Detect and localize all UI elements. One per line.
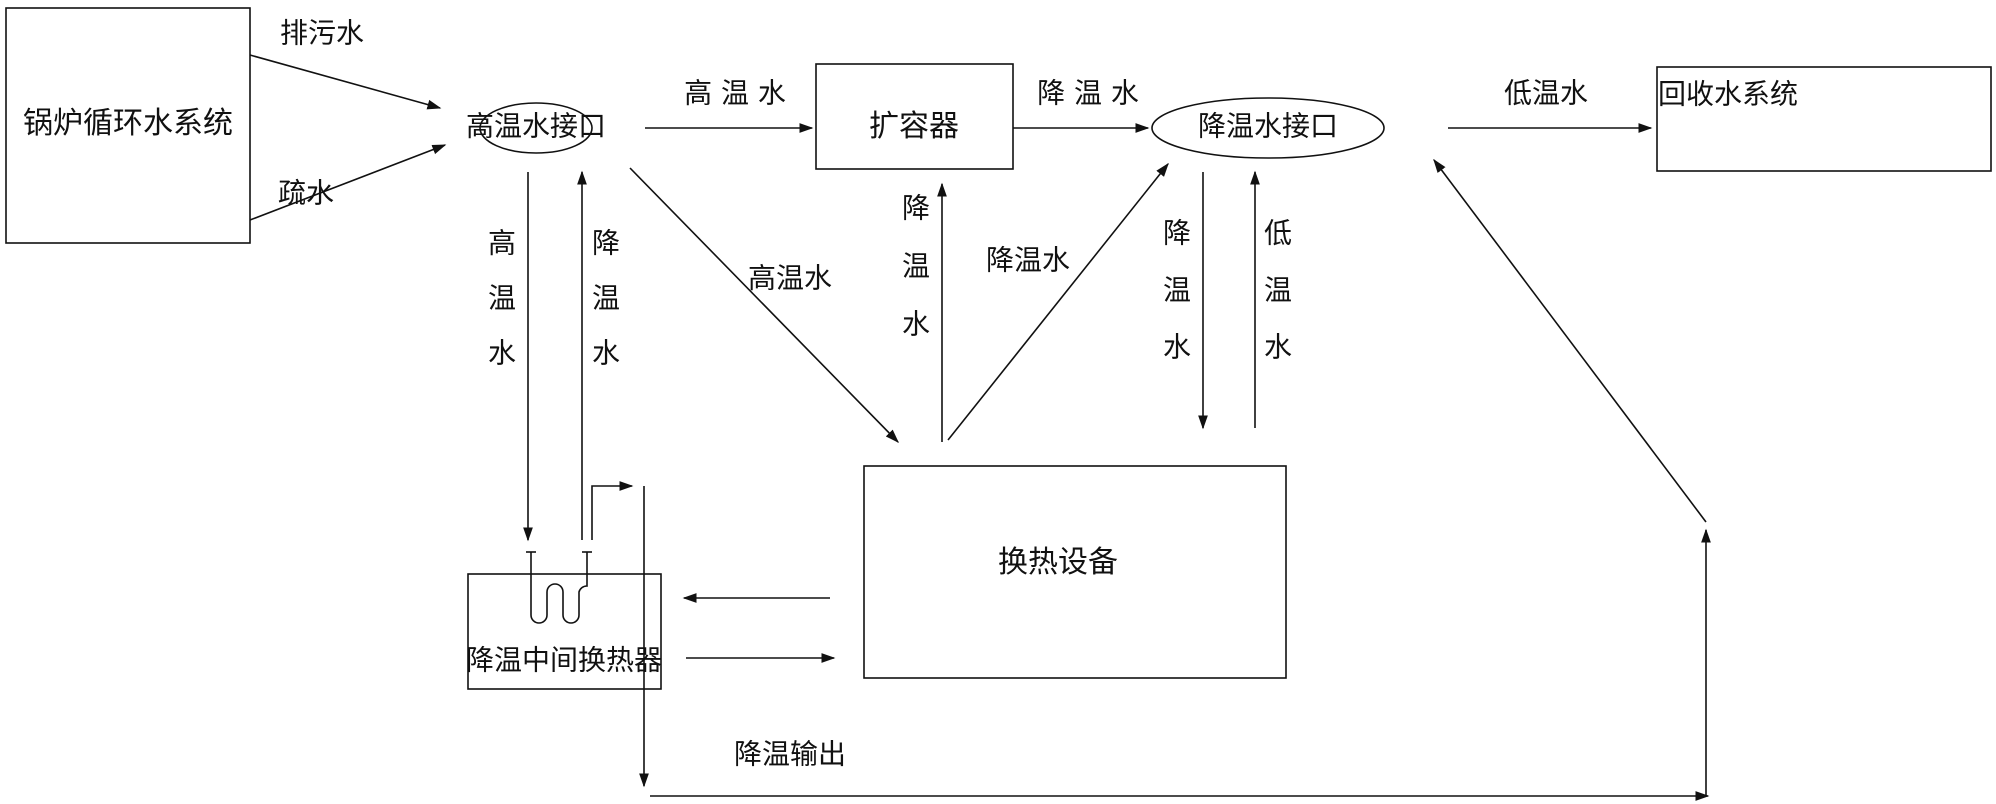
label-v-low-1: 低 bbox=[1264, 217, 1292, 250]
label-cool-water-diag: 降温水 bbox=[986, 244, 1070, 277]
label-drain: 疏水 bbox=[278, 177, 334, 210]
hot-port-ellipse bbox=[479, 102, 593, 154]
u-tube-coil bbox=[530, 552, 588, 624]
label-hot-water-top: 高 温 水 bbox=[684, 77, 786, 110]
label-v-hot-3: 水 bbox=[488, 337, 516, 370]
intermediate-label: 降温中间换热器 bbox=[466, 644, 662, 677]
label-v-cp-2: 温 bbox=[1163, 274, 1191, 307]
label-v-exp-3: 水 bbox=[902, 308, 930, 341]
arrow-equipment-to-cool bbox=[947, 162, 1169, 441]
recovery-box bbox=[1656, 66, 1992, 172]
label-blowdown: 排污水 bbox=[280, 17, 364, 50]
intermediate-box bbox=[467, 573, 662, 690]
label-hot-water-diag: 高温水 bbox=[748, 262, 832, 295]
label-v-exp-2: 温 bbox=[902, 250, 930, 283]
label-v-hot-1: 高 bbox=[488, 227, 516, 260]
expander-box bbox=[815, 63, 1014, 170]
label-low-water-top: 低温水 bbox=[1504, 77, 1588, 110]
label-v-cool-2: 温 bbox=[592, 282, 620, 315]
label-v-cool-3: 水 bbox=[592, 337, 620, 370]
arrow-blowdown bbox=[249, 54, 442, 110]
arrow-drain bbox=[249, 144, 447, 221]
label-v-cool-1: 降 bbox=[592, 227, 620, 260]
label-v-exp-1: 降 bbox=[902, 192, 930, 225]
boiler-box bbox=[5, 7, 251, 244]
hot-port-label: 高温水接口 bbox=[466, 110, 606, 143]
arrow-hot-to-equipment bbox=[629, 167, 899, 444]
expander-label: 扩容器 bbox=[869, 109, 959, 144]
arrow-to-recovery bbox=[1433, 158, 1707, 523]
cool-port-ellipse bbox=[1151, 97, 1385, 159]
label-v-cp-3: 水 bbox=[1163, 331, 1191, 364]
label-v-low-2: 温 bbox=[1264, 274, 1292, 307]
label-v-hot-2: 温 bbox=[488, 282, 516, 315]
recovery-label: 回收水系统 bbox=[1658, 78, 1798, 111]
boiler-label: 锅炉循环水系统 bbox=[23, 106, 233, 141]
label-v-low-3: 水 bbox=[1264, 331, 1292, 364]
label-v-cp-1: 降 bbox=[1163, 217, 1191, 250]
label-output: 降温输出 bbox=[734, 738, 846, 771]
label-cool-water-top: 降 温 水 bbox=[1037, 77, 1139, 110]
cool-port-label: 降温水接口 bbox=[1198, 110, 1338, 143]
heat-equipment-box bbox=[863, 465, 1287, 679]
arrow-intermediate-outlet bbox=[591, 481, 634, 540]
heat-equipment-label: 换热设备 bbox=[998, 545, 1118, 580]
